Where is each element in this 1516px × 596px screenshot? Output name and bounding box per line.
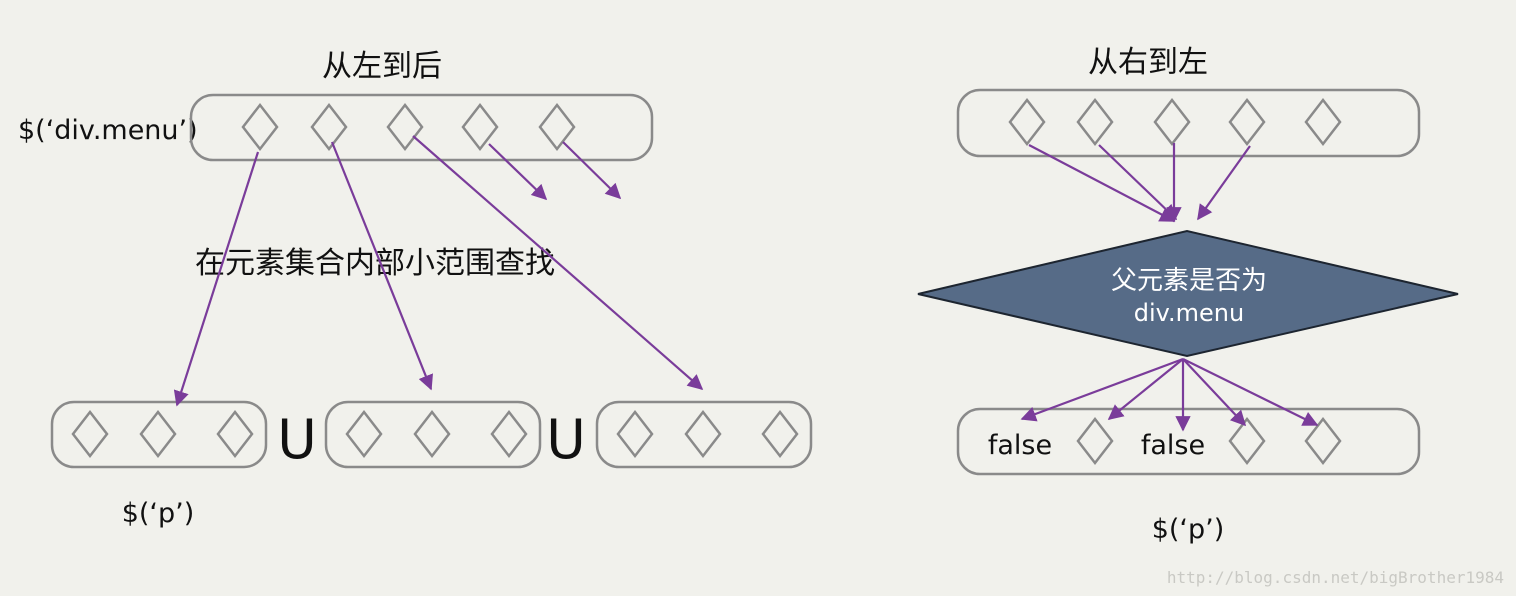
left-arrows: [173, 135, 704, 407]
p-element-diamond-5: [413, 409, 451, 459]
arrow-out-false-1: [1020, 357, 1184, 422]
div-menu-element-diamond-4: [461, 102, 499, 152]
result-element-diamond-2: [1228, 416, 1266, 466]
arrow-out-element-3: [1182, 358, 1319, 426]
decision-text-line2: div.menu: [1134, 299, 1244, 327]
arrow-into-decision-4: [1197, 145, 1251, 221]
arrow-to-group-2: [330, 141, 433, 391]
p-element-diamond-4: [345, 409, 383, 459]
div-menu-element-diamond-5: [538, 102, 576, 152]
p-element-top-diamond-4: [1228, 97, 1266, 147]
p-element-top-diamond-1: [1008, 97, 1046, 147]
left-panel: 从左到后 $(‘div.menu’) 在元素集合内部小范围查找 U U $(‘p…: [18, 49, 813, 529]
arrow-into-decision-1: [1028, 144, 1176, 222]
p-element-diamond-1: [71, 409, 109, 459]
right-result-label: $(‘p’): [1152, 514, 1225, 545]
p-element-top-diamond-5: [1304, 97, 1342, 147]
div-menu-element-diamond-3: [386, 102, 424, 152]
decision-text-line1: 父元素是否为: [1111, 266, 1267, 296]
div-menu-elements: [241, 102, 576, 152]
arrow-out-element-2: [1182, 358, 1247, 427]
p-element-diamond-3: [216, 409, 254, 459]
union-symbol-1: U: [277, 408, 317, 471]
result-false-1: false: [988, 430, 1052, 461]
p-elements-left: [71, 409, 799, 459]
div-menu-element-diamond-1: [241, 102, 279, 152]
arrow-out-element-1: [1107, 358, 1184, 420]
p-element-diamond-2: [139, 409, 177, 459]
p-group-box-1: [50, 400, 268, 469]
arrow-no-match-1: [488, 143, 548, 201]
result-false-2: false: [1141, 430, 1205, 461]
right-panel: 从右到左 父元素是否为 div.menu false false $(‘p’): [917, 45, 1459, 545]
arrow-to-group-3: [412, 135, 704, 391]
p-element-diamond-9: [761, 409, 799, 459]
right-title: 从右到左: [1088, 45, 1208, 80]
watermark: http://blog.csdn.net/bigBrother1984: [1167, 568, 1504, 587]
p-element-diamond-7: [616, 409, 654, 459]
p-group-box-2: [324, 400, 542, 469]
arrow-no-match-2: [562, 141, 622, 200]
left-result-label: $(‘p’): [122, 498, 195, 529]
p-element-diamond-8: [684, 409, 722, 459]
result-element-diamond-1: [1076, 416, 1114, 466]
result-element-diamond-3: [1304, 416, 1342, 466]
div-menu-collection-box: [189, 93, 654, 162]
p-collection-box-top: [956, 88, 1421, 158]
p-element-top-diamond-3: [1153, 97, 1191, 147]
p-elements-top: [1008, 97, 1342, 147]
p-element-diamond-6: [490, 409, 528, 459]
p-group-box-3: [595, 400, 813, 469]
left-title: 从左到后: [322, 49, 442, 84]
union-symbol-2: U: [546, 408, 586, 471]
arrow-into-decision-2: [1098, 144, 1178, 221]
result-collection-box: [956, 407, 1421, 476]
div-menu-selector-label: $(‘div.menu’): [18, 115, 198, 146]
p-element-top-diamond-2: [1076, 97, 1114, 147]
result-elements: [1076, 416, 1342, 466]
right-arrows: [1020, 143, 1319, 432]
div-menu-element-diamond-2: [310, 102, 348, 152]
parent-check-decision: [917, 229, 1459, 358]
arrow-to-group-1: [173, 151, 260, 407]
